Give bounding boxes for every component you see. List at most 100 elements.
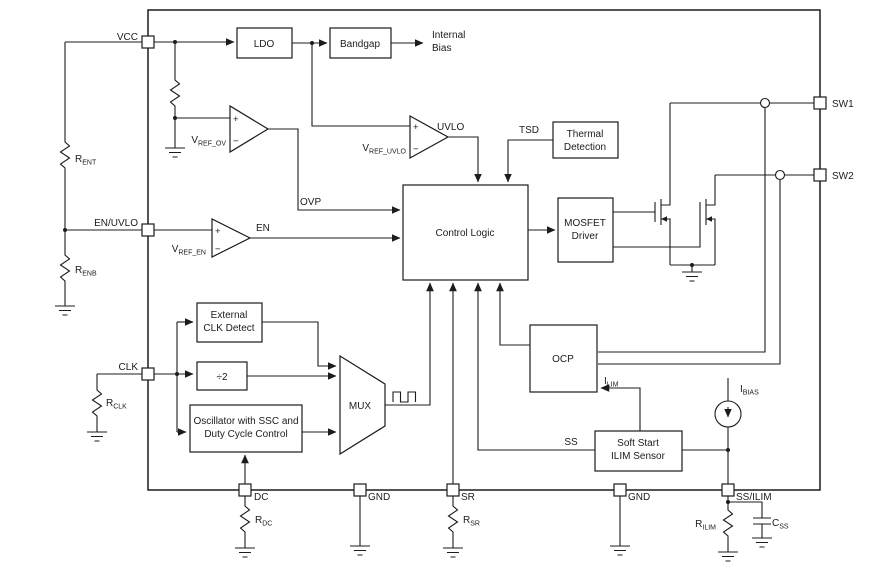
ibias-signal-label: IBIAS xyxy=(740,384,759,397)
thermal-label-1: Thermal xyxy=(567,129,604,140)
ocp-block xyxy=(529,324,598,393)
oscillator-label-2: Duty Cycle Control xyxy=(204,429,287,440)
junction-dots xyxy=(63,40,730,504)
resistor-rdc xyxy=(239,503,251,537)
pins xyxy=(141,35,827,497)
ground-icon xyxy=(717,551,739,562)
ground-icon xyxy=(751,537,773,548)
sw1-sense-node xyxy=(759,97,771,109)
soft-start-label-2: ILIM Sensor xyxy=(611,451,666,462)
uvlo-minus-sign: − xyxy=(413,144,419,155)
pin-sw2 xyxy=(813,168,827,182)
internal-bias-label-1: Internal xyxy=(432,30,465,41)
oscillator-label-1: Oscillator with SSC and xyxy=(193,416,298,427)
mosfets xyxy=(654,199,712,225)
mosfet-driver-label-1: MOSFET xyxy=(564,218,606,229)
resistor-renb xyxy=(59,252,71,286)
sw2-sense-node xyxy=(774,169,786,181)
ground-icon xyxy=(349,545,371,556)
mosfet-driver-label-2: Driver xyxy=(572,231,599,242)
bandgap-label: Bandgap xyxy=(340,39,380,50)
ground-icon xyxy=(86,431,108,442)
en-minus-sign: − xyxy=(215,244,221,255)
ovp-comparator xyxy=(229,104,270,154)
pin-ss-ilim-label: SS/ILIM xyxy=(736,492,772,503)
uvlo-signal-label: UVLO xyxy=(437,122,464,133)
thermal-detection-block xyxy=(552,121,619,159)
blocks xyxy=(189,27,683,472)
ss-signal-label: SS xyxy=(564,437,578,448)
control-logic-block xyxy=(402,184,529,281)
tsd-signal-label: TSD xyxy=(519,125,539,136)
soft-start-label-1: Soft Start xyxy=(617,438,659,449)
bandgap-block xyxy=(329,27,392,59)
ic-boundary xyxy=(147,9,821,491)
en-comparator xyxy=(211,218,252,258)
ground-icon xyxy=(681,271,703,282)
capacitor-css xyxy=(753,517,771,525)
ovp-signal-label: OVP xyxy=(300,197,321,208)
wires xyxy=(64,38,814,552)
pin-gnd2-label: GND xyxy=(628,492,650,503)
vref-ov-label: VREF_OV xyxy=(191,135,226,148)
mosfet-driver-block xyxy=(557,197,614,263)
clk-detect-label-2: CLK Detect xyxy=(203,323,254,334)
ovp-plus-sign: + xyxy=(233,114,239,125)
thermal-label-2: Detection xyxy=(564,142,606,153)
pin-clk-label: CLK xyxy=(119,362,139,373)
clk-detect-label-1: External xyxy=(211,310,248,321)
div2-block xyxy=(196,361,248,391)
pin-sr-label: SR xyxy=(461,492,475,503)
resistor-ovp-divider xyxy=(169,77,181,111)
current-source-ibias xyxy=(714,400,742,428)
resistor-rilim xyxy=(722,507,734,541)
mux-block xyxy=(339,354,386,456)
rdc-label: RDC xyxy=(255,515,272,528)
pin-en-uvlo-label: EN/UVLO xyxy=(94,218,138,229)
pin-dc-label: DC xyxy=(254,492,268,503)
ground-icon xyxy=(442,547,464,558)
uvlo-plus-sign: + xyxy=(413,122,419,133)
pin-sw2-label: SW2 xyxy=(832,171,854,182)
uvlo-comparator xyxy=(409,114,450,160)
pin-en-uvlo xyxy=(141,223,155,237)
mux-label: MUX xyxy=(349,401,372,412)
ground-icon xyxy=(164,147,186,158)
comparators xyxy=(211,104,450,258)
ground-icon xyxy=(609,545,631,556)
mosfet-2 xyxy=(699,199,712,225)
css-label: CSS xyxy=(772,518,789,531)
vref-uvlo-label: VREF_UVLO xyxy=(362,143,406,156)
ilim-signal-label: ILIM xyxy=(604,376,619,389)
rsr-label: RSR xyxy=(463,515,480,528)
ocp-label: OCP xyxy=(552,354,574,365)
en-signal-label: EN xyxy=(256,223,270,234)
rent-label: RENT xyxy=(75,154,97,167)
rclk-label: RCLK xyxy=(106,398,127,411)
renb-label: RENB xyxy=(75,265,97,278)
pin-sw1-label: SW1 xyxy=(832,99,854,110)
ovp-minus-sign: − xyxy=(233,136,239,147)
pin-vcc-label: VCC xyxy=(117,32,138,43)
soft-start-ilim-block xyxy=(594,430,683,472)
pin-sr xyxy=(446,483,460,497)
mosfet-1 xyxy=(654,199,667,225)
ldo-block xyxy=(236,27,293,59)
internal-bias-label-2: Bias xyxy=(432,43,451,54)
ground-icon xyxy=(54,305,76,316)
pin-dc xyxy=(238,483,252,497)
control-logic-label: Control Logic xyxy=(436,228,495,239)
en-plus-sign: + xyxy=(215,226,221,237)
pin-ss-ilim xyxy=(721,483,735,497)
pin-sw1 xyxy=(813,96,827,110)
clock-waveform-icon xyxy=(392,391,417,403)
oscillator-block xyxy=(189,404,303,453)
pin-vcc xyxy=(141,35,155,49)
resistor-rsr xyxy=(447,503,459,537)
pin-gnd2 xyxy=(613,483,627,497)
resistor-rent xyxy=(59,139,71,173)
ldo-label: LDO xyxy=(254,39,275,50)
resistor-rclk xyxy=(91,387,103,421)
